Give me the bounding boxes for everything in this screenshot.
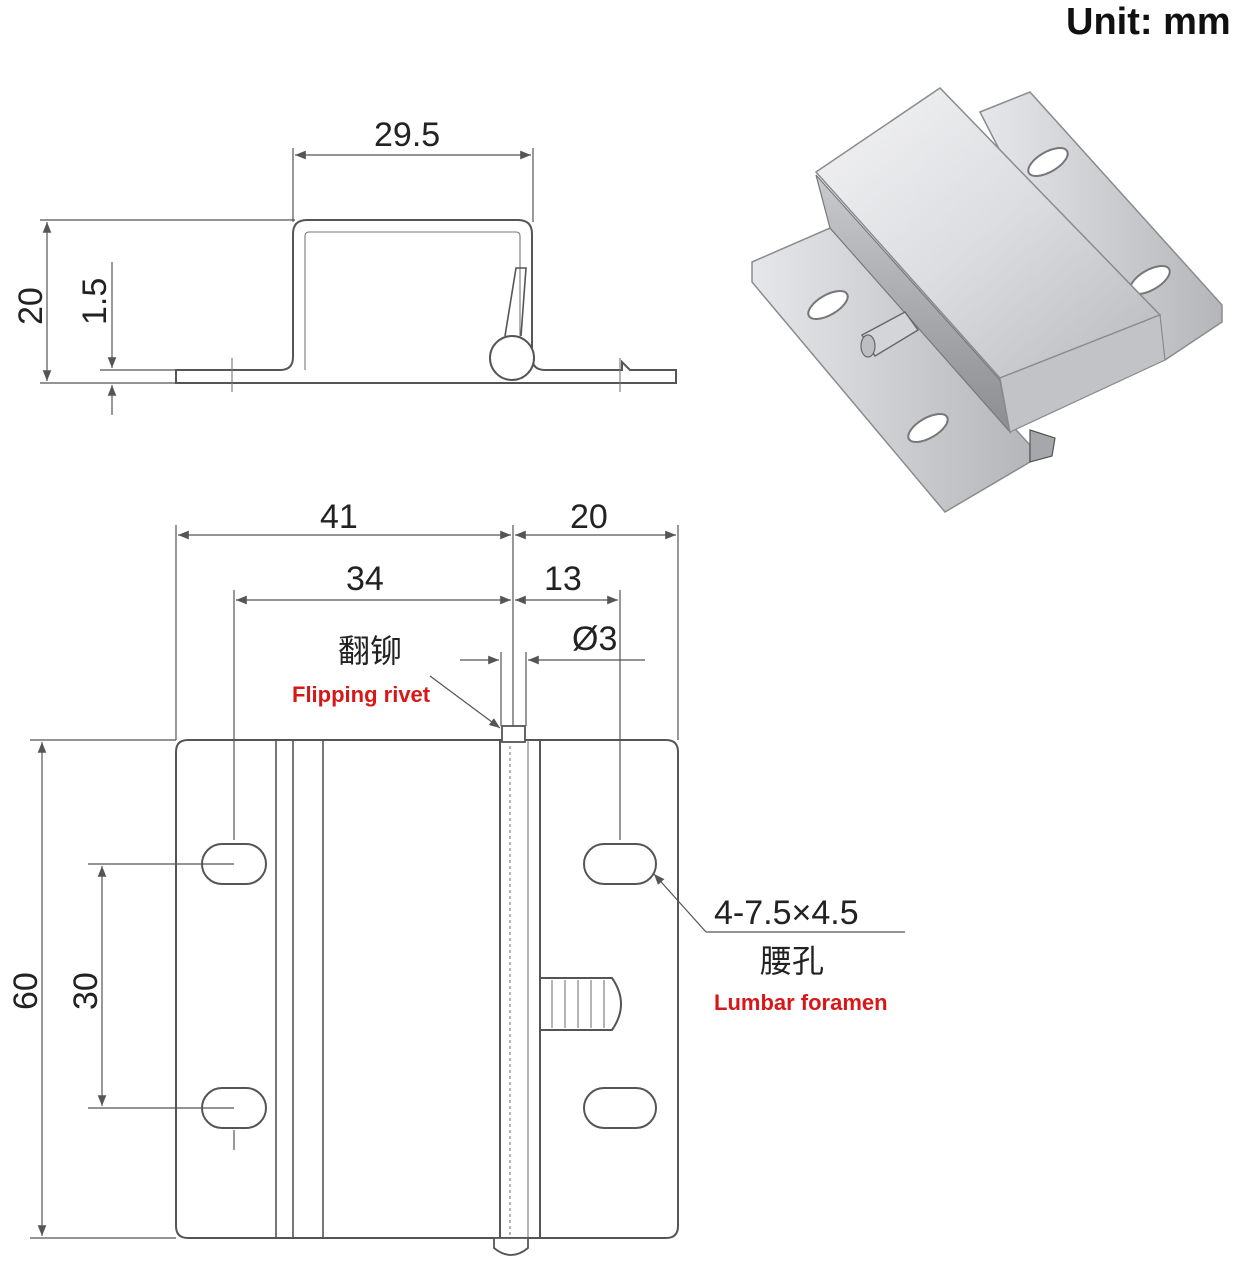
side-width-dim: 29.5 [374, 116, 440, 154]
rivet-top [501, 725, 526, 743]
product-illustration [751, 87, 1223, 513]
front-view: 41 20 34 13 Ø3 翻铆 Flipping rivet 60 30 4… [7, 498, 905, 1256]
dim-20-top: 20 [570, 498, 608, 536]
slot-bottom-right [583, 1087, 657, 1129]
label-slot-cn: 腰孔 [760, 942, 824, 980]
label-slot-spec: 4-7.5×4.5 [714, 894, 859, 932]
dim-13: 13 [544, 560, 582, 598]
side-thickness-dim: 1.5 [76, 278, 114, 325]
side-knuckle [489, 335, 535, 381]
dim-30: 30 [67, 972, 105, 1010]
dim-rivet-diameter: Ø3 [572, 620, 617, 658]
side-view: 29.5 20 1.5 [12, 116, 677, 415]
latch-knob [539, 977, 622, 1031]
front-left-plate [175, 739, 501, 1239]
label-rivet-en: Flipping rivet [292, 682, 431, 707]
dim-41: 41 [320, 498, 358, 536]
dim-34: 34 [346, 560, 384, 598]
dim-60: 60 [7, 972, 45, 1010]
label-slot-en: Lumbar foramen [714, 990, 888, 1015]
side-height-dim: 20 [12, 287, 50, 325]
unit-label: Unit: mm [1066, 1, 1231, 43]
slot-top-right [583, 843, 657, 885]
label-rivet-cn: 翻铆 [338, 632, 402, 670]
side-profile [175, 219, 677, 384]
rivet-bottom [493, 1237, 529, 1256]
